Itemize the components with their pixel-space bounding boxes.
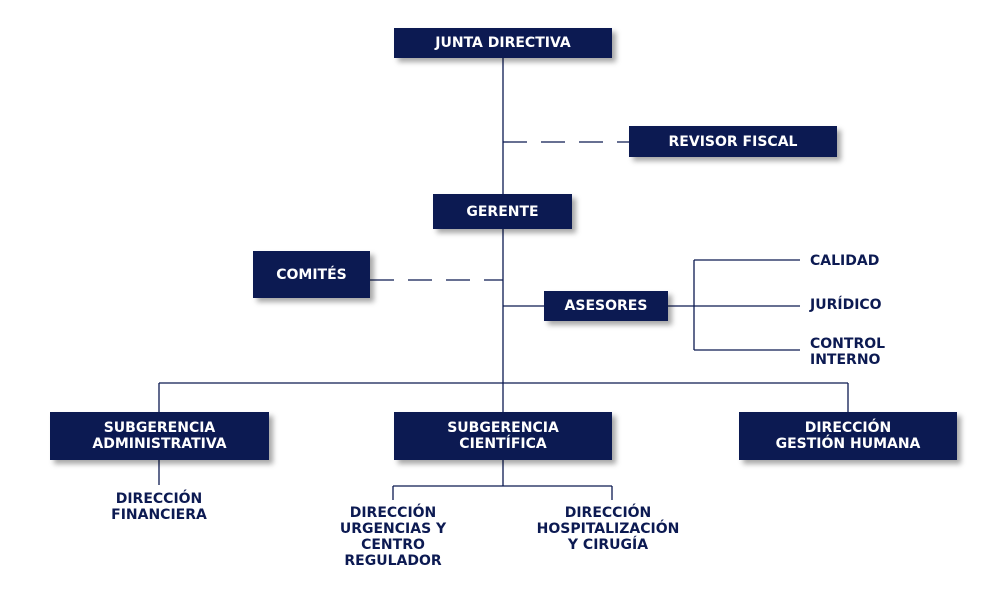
dir-fin-line-2: FINANCIERA	[111, 507, 207, 523]
sub-admin-line-1: SUBGERENCIA	[103, 420, 216, 436]
junta-directiva-box: JUNTA DIRECTIVA	[394, 28, 612, 58]
control-interno-label: CONTROL INTERNO	[810, 336, 885, 368]
dir-gh-line-2: GESTIÓN HUMANA	[775, 436, 921, 452]
control-line-2: INTERNO	[810, 352, 881, 368]
dir-hosp-line-3: Y CIRUGÍA	[567, 537, 649, 553]
juridico-text: JURÍDICO	[810, 297, 882, 313]
dir-gh-line-1: DIRECCIÓN	[804, 420, 892, 436]
revisor-fiscal-box: REVISOR FISCAL	[629, 126, 837, 157]
junta-directiva-label: JUNTA DIRECTIVA	[435, 35, 571, 51]
sub-cient-line-1: SUBGERENCIA	[447, 420, 559, 436]
gerente-box: GERENTE	[433, 194, 572, 229]
direccion-hospitalizacion-label: DIRECCIÓN HOSPITALIZACIÓN Y CIRUGÍA	[528, 505, 688, 553]
direccion-financiera-label: DIRECCIÓN FINANCIERA	[99, 491, 219, 523]
dir-urg-line-2: URGENCIAS Y	[339, 521, 447, 537]
dir-urg-line-3: CENTRO	[361, 537, 425, 553]
sub-admin-line-2: ADMINISTRATIVA	[92, 436, 227, 452]
comites-box: COMITÉS	[253, 251, 370, 298]
control-line-1: CONTROL	[810, 336, 886, 352]
dir-hosp-line-2: HOSPITALIZACIÓN	[536, 521, 680, 537]
asesores-box: ASESORES	[544, 291, 668, 321]
asesores-label: ASESORES	[564, 298, 648, 314]
direccion-urgencias-label: DIRECCIÓN URGENCIAS Y CENTRO REGULADOR	[323, 505, 463, 569]
direccion-gestion-humana-box: DIRECCIÓN GESTIÓN HUMANA	[739, 412, 957, 460]
calidad-text: CALIDAD	[810, 253, 880, 269]
dir-urg-line-4: REGULADOR	[344, 553, 442, 569]
juridico-label: JURÍDICO	[810, 297, 882, 313]
dir-fin-line-1: DIRECCIÓN	[115, 491, 203, 507]
dir-hosp-line-1: DIRECCIÓN	[564, 505, 652, 521]
sub-cient-line-2: CIENTÍFICA	[459, 436, 547, 452]
subgerencia-administrativa-box: SUBGERENCIA ADMINISTRATIVA	[50, 412, 269, 460]
comites-label: COMITÉS	[276, 266, 347, 283]
revisor-fiscal-label: REVISOR FISCAL	[668, 133, 798, 150]
subgerencia-cientifica-box: SUBGERENCIA CIENTÍFICA	[394, 412, 612, 460]
dir-urg-line-1: DIRECCIÓN	[349, 505, 437, 521]
calidad-label: CALIDAD	[810, 253, 879, 269]
gerente-label: GERENTE	[466, 203, 539, 220]
